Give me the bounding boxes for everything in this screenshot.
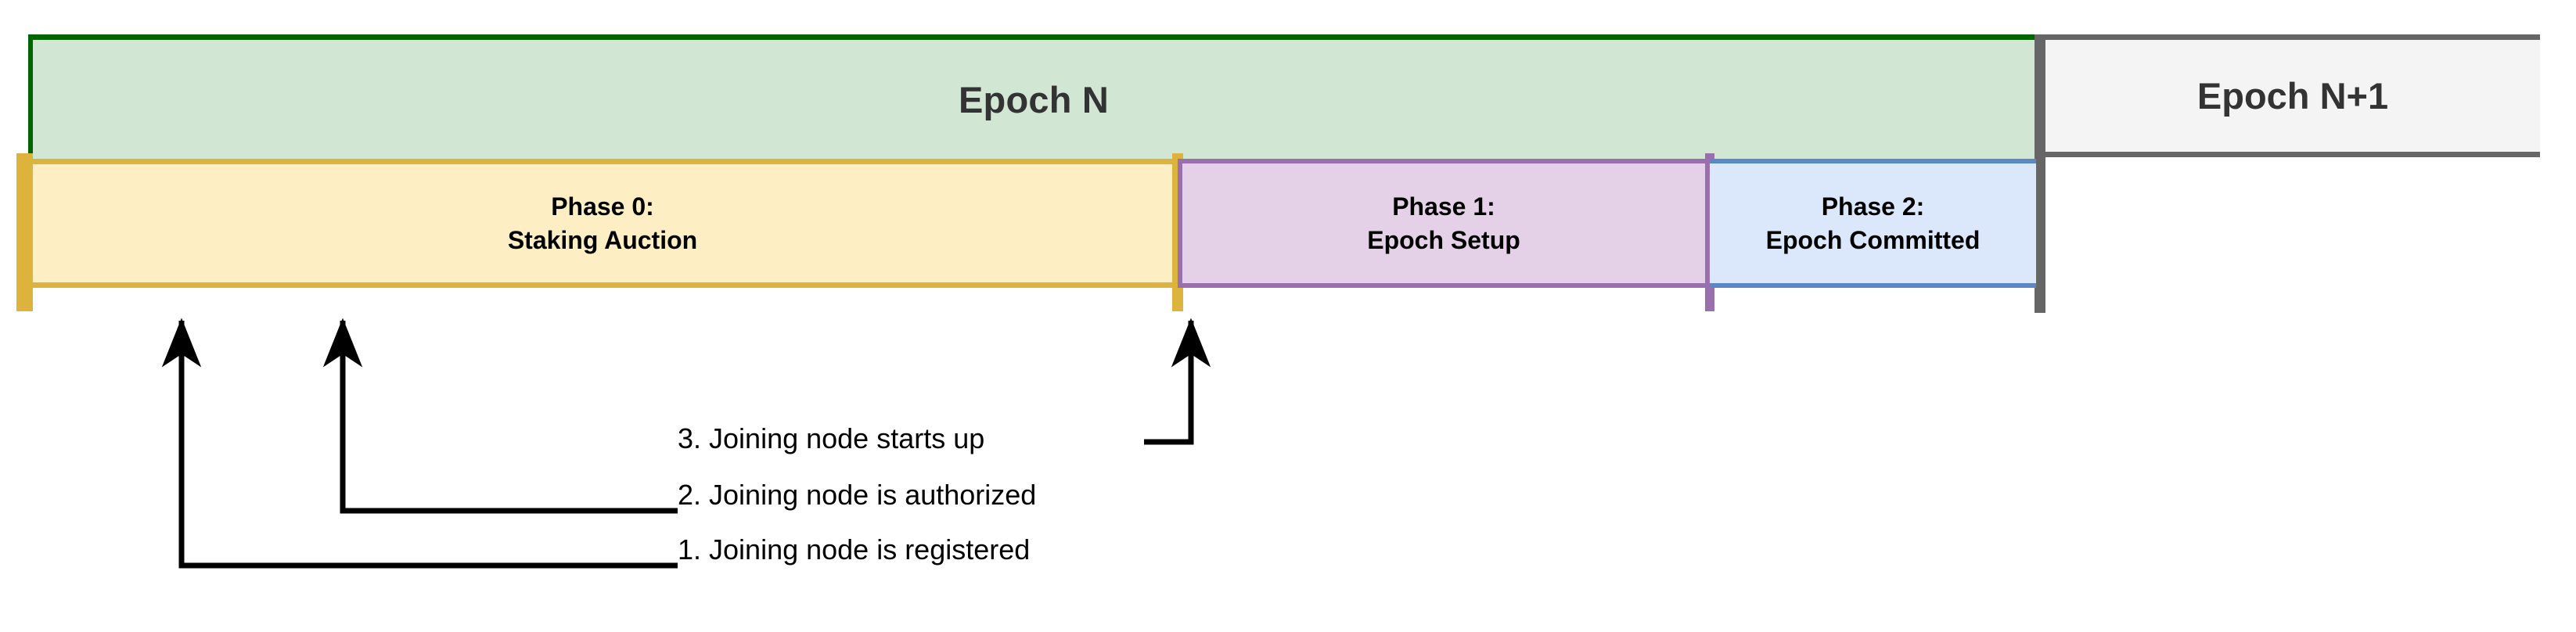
phase-0-left-edge (16, 153, 33, 311)
phase-0-title: Phase 0: (551, 192, 654, 221)
connector-callout-3 (1144, 318, 1211, 445)
phase-0-box: Phase 0: Staking Auction (33, 159, 1178, 288)
phase-2-title: Phase 2: (1821, 192, 1925, 221)
phase-1-subtitle: Epoch Setup (1367, 225, 1520, 254)
phase-2-box: Phase 2: Epoch Committed (1710, 159, 2036, 288)
epoch-n-plus-1-band: Epoch N+1 (2045, 34, 2540, 157)
callout-2-label: 2. Joining node is authorized (678, 479, 1037, 511)
connector-callout-2 (322, 318, 678, 514)
connector-callout-1 (161, 318, 678, 569)
epoch-n-left-edge (28, 34, 35, 159)
epoch-boundary-divider (2035, 34, 2045, 313)
phase-0-subtitle: Staking Auction (507, 225, 698, 254)
callout-3-label: 3. Joining node starts up (678, 422, 985, 454)
epoch-n-band: Epoch N (33, 34, 2035, 159)
phase-1-title: Phase 1: (1392, 192, 1495, 221)
phase-1-box: Phase 1: Epoch Setup (1178, 159, 1710, 288)
epoch-n-label: Epoch N (958, 78, 1110, 120)
callout-1-label: 1. Joining node is registered (678, 533, 1031, 566)
epoch-n-plus-1-label: Epoch N+1 (2196, 75, 2389, 117)
phase-2-subtitle: Epoch Committed (1765, 225, 1981, 254)
